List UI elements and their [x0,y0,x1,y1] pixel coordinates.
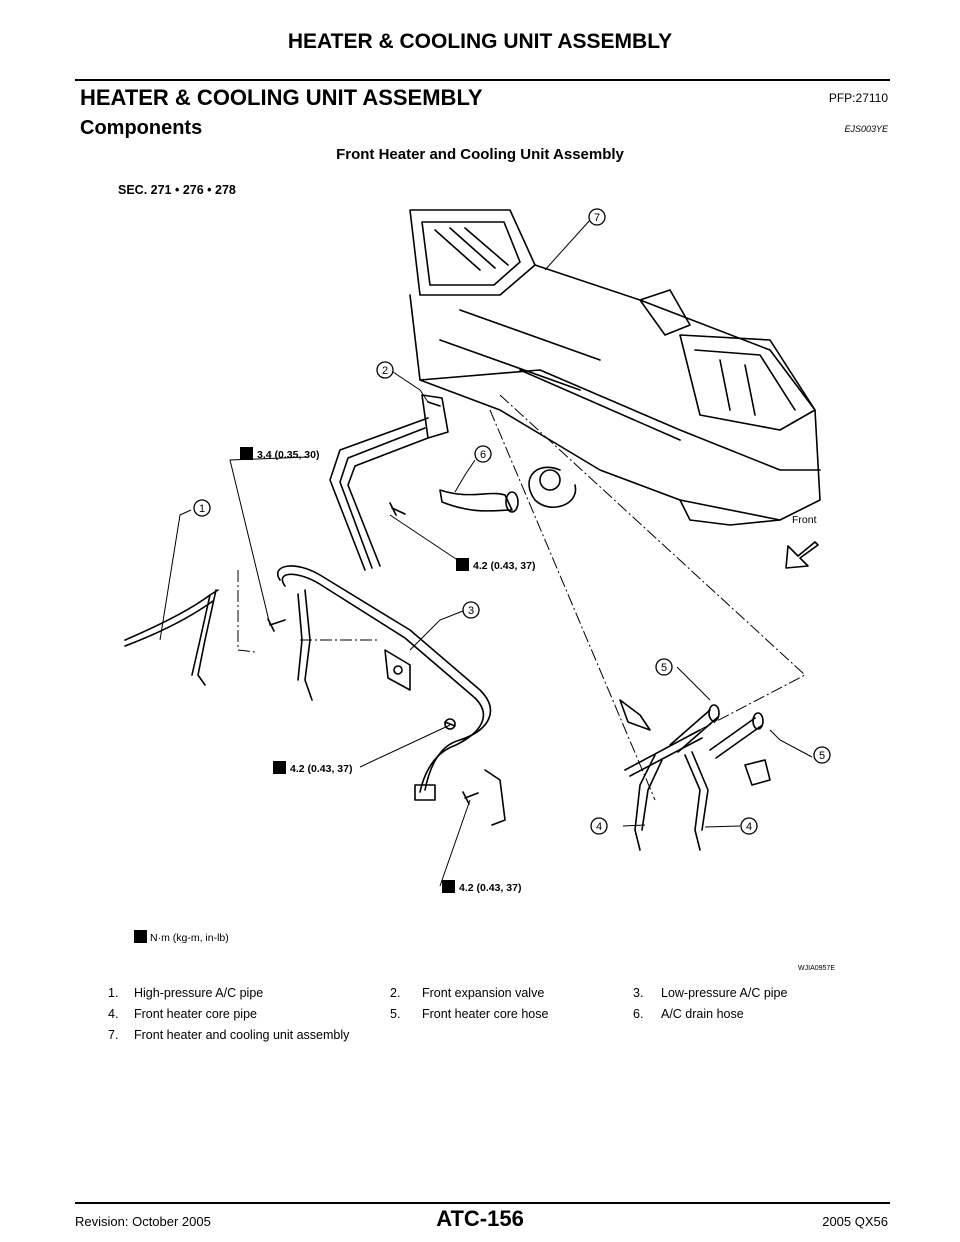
legend-text: Front heater core pipe [134,1007,257,1021]
torque-icons [134,447,469,943]
figure-id: WJIA0957E [798,965,835,970]
legend-text: Front expansion valve [422,986,545,1000]
footer-rule [75,1202,890,1204]
footer-revision: Revision: October 2005 [75,1214,211,1229]
legend-num: 7. [108,1028,119,1042]
callout-6: 6 [480,449,486,461]
callout-1: 1 [199,503,205,515]
page-header-title: HEATER & COOLING UNIT ASSEMBLY [287,30,673,53]
figure-title: Front Heater and Cooling Unit Assembly [336,146,624,163]
legend-text: High-pressure A/C pipe [134,986,264,1000]
front-label: Front [792,514,817,526]
component-diagram: 7 2 6 1 3 5 5 4 4 3.4 (0.35, 30) 4.2 (0.… [118,183,835,970]
section-code: PFP:27110 [828,91,888,105]
section-title: HEATER & COOLING UNIT ASSEMBLY [80,85,483,110]
legend-text: Low-pressure A/C pipe [661,986,788,1000]
legend-text: Front heater and cooling unit assembly [134,1028,350,1042]
high-pressure-pipe-drawing [124,589,219,686]
torque-value-drain-hose: 4.2 (0.43, 37) [473,560,535,572]
callout-5a: 5 [661,662,667,674]
torque-unit-legend: N·m (kg-m, in-lb) [150,932,229,944]
callout-circles [193,208,831,835]
subsection-code: EJS003YE [844,124,888,134]
expansion-valve-drawing [421,394,449,439]
torque-value-heater-pipe: 4.2 (0.43, 37) [459,882,521,894]
legend-num: 1. [108,986,119,1000]
heater-core-pipe-drawing [619,699,771,851]
heater-unit-drawing [409,209,821,526]
legend-text: A/C drain hose [661,1007,744,1021]
footer-page-number: ATC-156 [436,1206,524,1231]
header-rule [75,79,890,81]
torque-value-expansion-valve: 3.4 (0.35, 30) [257,449,319,461]
legend-text: Front heater core hose [422,1007,549,1021]
callout-4b: 4 [746,821,752,833]
front-arrow [785,541,819,569]
section-number-label: SEC. 271 • 276 • 278 [118,183,236,197]
callout-4a: 4 [596,821,602,833]
callout-3: 3 [468,605,474,617]
torque-value-low-pressure: 4.2 (0.43, 37) [290,763,352,775]
footer-model: 2005 QX56 [822,1214,888,1229]
legend-num: 6. [633,1007,644,1021]
subsection-title: Components [80,117,203,139]
legend-num: 3. [633,986,644,1000]
low-pressure-pipe-drawing [277,565,492,801]
callout-2: 2 [382,365,388,377]
legend-num: 2. [390,986,401,1000]
callout-7: 7 [594,212,600,224]
legend-num: 5. [390,1007,401,1021]
drain-hose-drawing [439,489,519,513]
callout-5b: 5 [819,750,825,762]
legend-num: 4. [108,1007,119,1021]
